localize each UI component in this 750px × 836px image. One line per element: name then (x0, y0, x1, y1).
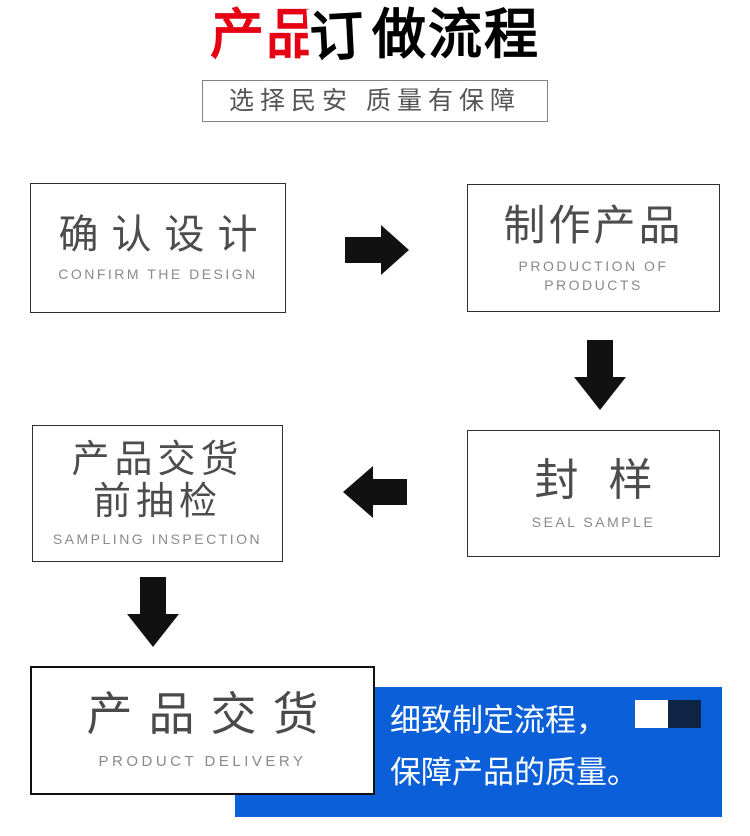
step-subtitle-en: SAMPLING INSPECTION (52, 530, 263, 547)
arrow-shaft (345, 237, 381, 263)
navy-square-icon (668, 700, 701, 728)
step-subtitle-en: CONFIRM THE DESIGN (58, 266, 258, 283)
page-title: 产品订做流程 (0, 5, 750, 75)
step-subtitle-en: PRODUCT DELIVERY (98, 753, 307, 770)
step-title-zh: 产品交货 (86, 688, 335, 741)
callout-line-2: 保障产品的质量。 (390, 755, 638, 790)
callout-text: 细致制定流程， 保障产品的质量。 (390, 695, 638, 799)
arrow-shaft (587, 340, 613, 377)
arrow-head (574, 377, 626, 410)
subtitle-text: 选择民安 质量有保障 (229, 87, 521, 116)
flow-step-seal-sample: 封样 SEAL SAMPLE (467, 430, 720, 557)
arrow-down-icon (574, 340, 626, 410)
title-highlight: 产品 (210, 5, 322, 65)
arrow-right-icon (345, 225, 409, 275)
step-title-zh: 制作产品 (503, 202, 684, 250)
flow-step-confirm-design: 确认设计 CONFIRM THE DESIGN (30, 183, 286, 313)
step-title-zh: 确认设计 (58, 212, 271, 257)
flow-step-production: 制作产品 PRODUCTION OF PRODUCTS (467, 184, 720, 312)
subtitle-banner: 选择民安 质量有保障 (202, 80, 548, 123)
arrow-head (127, 614, 179, 647)
quality-callout: 细致制定流程， 保障产品的质量。 (235, 687, 722, 817)
step-subtitle-en: SEAL SAMPLE (531, 514, 656, 531)
step-subtitle-en: PRODUCTION OF PRODUCTS (518, 258, 669, 293)
arrow-left-icon (343, 466, 407, 518)
title-stamp-character: 订 (306, 6, 372, 75)
arrow-head (343, 466, 373, 518)
step-title-zh: 封样 (534, 455, 683, 505)
flow-step-sampling-inspection: 产品交货 前抽检 SAMPLING INSPECTION (32, 425, 283, 562)
arrow-head (381, 225, 409, 275)
flow-step-product-delivery: 产品交货 PRODUCT DELIVERY (30, 666, 375, 795)
callout-line-1: 细致制定流程， (390, 703, 607, 738)
arrow-shaft (373, 479, 407, 505)
arrow-shaft (140, 577, 166, 614)
step-title-zh-line1: 产品交货 (71, 438, 244, 481)
white-square-icon (635, 700, 668, 728)
title-rest: 做流程 (372, 5, 540, 65)
step-title-zh-line2: 前抽检 (92, 481, 222, 524)
arrow-down-icon (127, 577, 179, 647)
page-header: 产品订做流程 选择民安 质量有保障 (0, 0, 750, 123)
